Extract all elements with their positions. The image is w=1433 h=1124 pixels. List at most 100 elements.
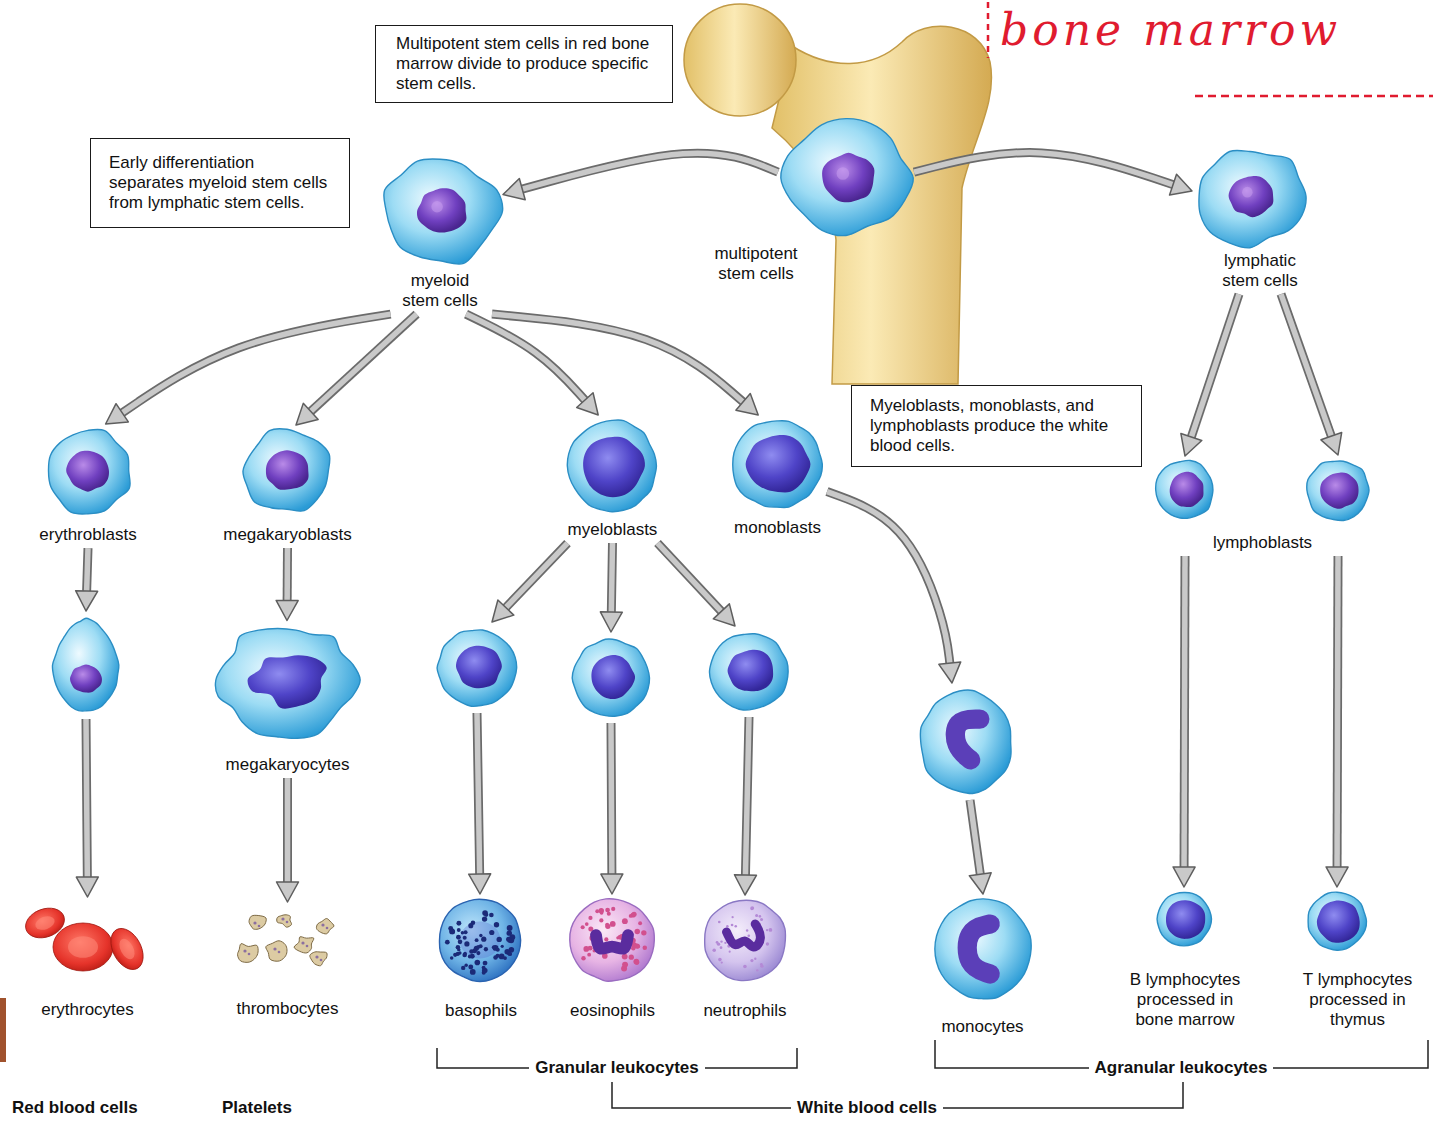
granule <box>595 909 599 913</box>
granule <box>450 929 455 934</box>
cell-label: myeloblasts <box>550 520 675 540</box>
nucleus <box>70 665 102 693</box>
granule <box>641 930 646 935</box>
arrow-head <box>503 179 525 200</box>
cell-illustration <box>933 897 1033 1001</box>
platelet <box>266 941 287 961</box>
cell-node: eosinophils <box>560 895 665 1021</box>
cytoplasm <box>733 421 823 508</box>
granule <box>607 912 611 916</box>
platelet <box>294 937 314 953</box>
cytoplasm <box>48 429 130 514</box>
arrow-shaft <box>121 314 391 414</box>
arrow-shaft-outline <box>520 153 778 190</box>
cell-label: neutrophils <box>690 1001 800 1021</box>
cytoplasm <box>52 618 118 711</box>
cytoplasm <box>1156 460 1213 518</box>
granule <box>766 942 769 945</box>
cell-illustration <box>437 630 517 706</box>
granule <box>320 959 323 962</box>
cell-node: lymphatic stem cells <box>1190 145 1330 291</box>
granule <box>470 954 475 959</box>
cell <box>1199 150 1306 248</box>
granule <box>632 912 637 917</box>
arrow <box>76 548 99 897</box>
granule <box>721 961 723 963</box>
cell-label: lymphoblasts <box>1145 533 1380 553</box>
arrow-shaft-outline <box>1180 556 1190 869</box>
arrow-head <box>106 404 129 424</box>
granule <box>326 927 329 930</box>
granule <box>253 921 256 924</box>
cell-center <box>68 936 98 958</box>
granule <box>445 940 450 945</box>
granule <box>633 959 639 965</box>
cell-node: megakaryoblasts <box>205 425 370 545</box>
nucleus <box>746 435 811 493</box>
arrow-head <box>736 394 758 415</box>
cytoplasm <box>709 634 788 710</box>
granule <box>476 951 480 955</box>
granule <box>281 917 284 920</box>
group-label: White blood cells <box>791 1098 943 1118</box>
arrow-head <box>296 403 318 425</box>
cell <box>48 429 130 514</box>
granule <box>501 945 504 948</box>
granule <box>635 929 640 934</box>
arrow-shaft <box>285 778 291 884</box>
arrow-head <box>939 662 961 683</box>
cell-label: megakaryoblasts <box>205 525 370 545</box>
arrow-head <box>76 591 98 611</box>
arrow-head <box>469 874 491 894</box>
cell-label: megakaryocytes <box>205 755 370 775</box>
cytoplasm <box>437 630 517 706</box>
granule <box>479 934 482 937</box>
nucleus <box>248 655 327 708</box>
arrow-head <box>577 393 599 415</box>
arrow <box>492 314 758 415</box>
ink-mark <box>987 2 990 58</box>
platelet <box>249 915 266 929</box>
granule <box>484 947 488 951</box>
cell-area <box>1285 888 1430 954</box>
granule <box>321 923 324 926</box>
cell-area <box>205 622 370 737</box>
granule <box>760 918 763 921</box>
nucleus <box>1229 176 1274 217</box>
granule <box>760 964 763 967</box>
nucleus <box>955 719 979 760</box>
granule <box>278 951 281 954</box>
cell-area <box>20 900 155 986</box>
nucleus <box>266 450 309 490</box>
cell <box>1156 460 1213 518</box>
cell-illustration <box>572 639 649 716</box>
cell-node: myeloblasts <box>550 418 675 540</box>
platelet <box>316 919 334 934</box>
cell-node: erythrocytes <box>20 900 155 1020</box>
granule <box>482 966 486 970</box>
granule <box>604 937 608 941</box>
arrow-shaft-outline <box>283 548 292 602</box>
cell-node: neutrophils <box>690 895 800 1021</box>
granule <box>456 921 461 926</box>
arrow-shaft <box>1181 556 1187 869</box>
nucleus <box>66 451 109 492</box>
granule <box>461 966 465 970</box>
arrow <box>277 778 299 902</box>
arrow <box>296 314 417 425</box>
cytoplasm <box>570 899 655 982</box>
cell-label: erythroblasts <box>18 525 158 545</box>
cell-node: lymphoblasts <box>1145 455 1380 553</box>
granule <box>315 955 318 958</box>
arrow-shaft-outline <box>1191 294 1239 439</box>
arrow-shaft-outline <box>283 778 292 884</box>
granule <box>248 953 251 956</box>
granule <box>489 930 494 935</box>
granule <box>457 928 461 932</box>
arrow-shaft <box>1191 294 1239 439</box>
cell-node: monocytes <box>920 895 1045 1037</box>
callout-box: Early differentiation separates myeloid … <box>90 138 350 228</box>
arrow-head <box>1326 867 1348 887</box>
granule <box>464 963 467 966</box>
